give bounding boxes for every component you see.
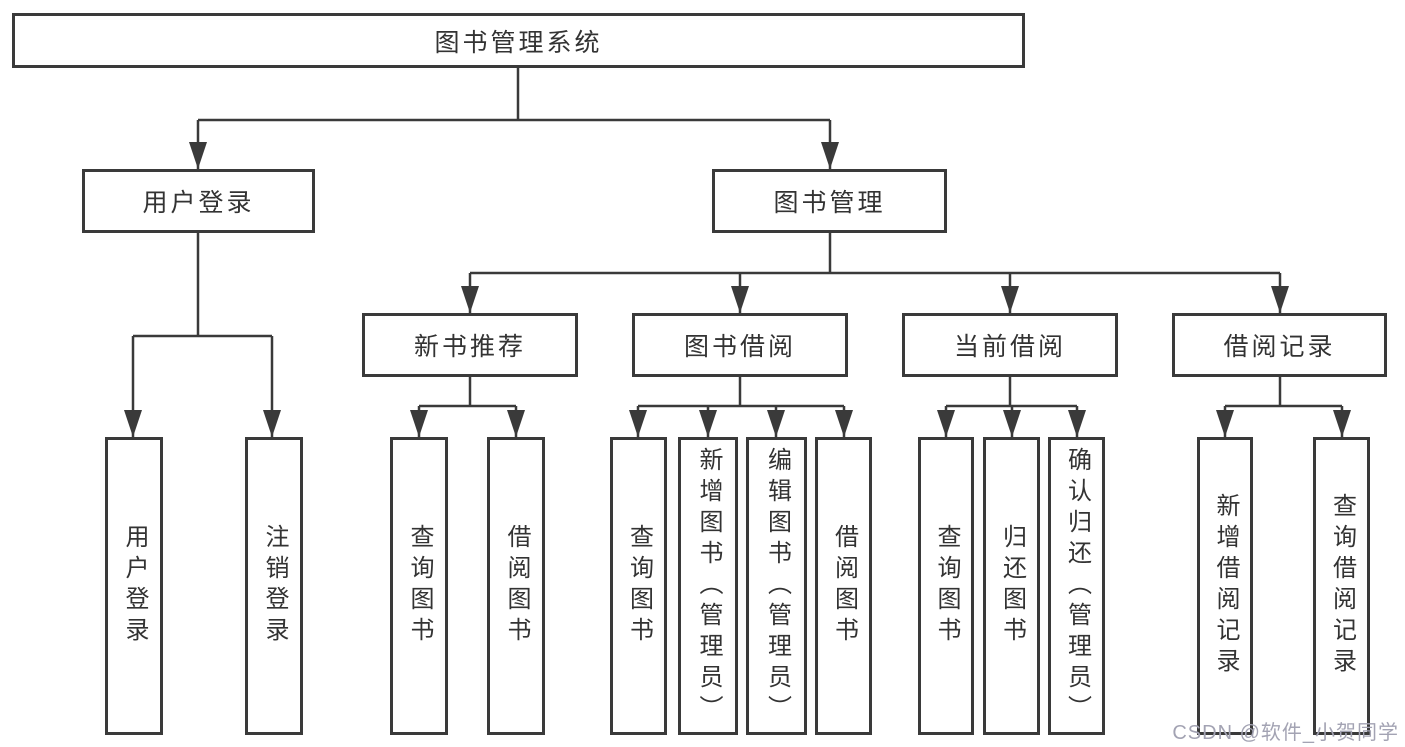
node-book-borrow: 图书借阅 [632, 313, 848, 377]
leaf-add-book-admin: 新增图书（管理员） [678, 437, 738, 735]
node-new-book-recommend-label: 新书推荐 [413, 333, 526, 361]
leaf-query-books-borrow-label: 查询图书 [625, 524, 653, 648]
node-user-login: 用户登录 [82, 169, 315, 233]
node-user-login-label: 用户登录 [142, 189, 255, 217]
leaf-confirm-return-admin: 确认归还（管理员） [1048, 437, 1105, 735]
node-book-management: 图书管理 [712, 169, 947, 233]
leaf-logout-label: 注销登录 [261, 524, 288, 648]
node-book-management-label: 图书管理 [773, 189, 886, 217]
leaf-add-borrow-record: 新增借阅记录 [1197, 437, 1253, 735]
leaf-borrow-books-2-label: 借阅图书 [830, 524, 858, 648]
leaf-query-borrow-record-label: 查询借阅记录 [1328, 493, 1356, 679]
leaf-confirm-return-admin-label: 确认归还（管理员） [1063, 446, 1091, 726]
leaf-borrow-books-recommend-label: 借阅图书 [503, 524, 530, 648]
node-borrow-records: 借阅记录 [1172, 313, 1387, 377]
node-current-borrow: 当前借阅 [902, 313, 1118, 377]
leaf-query-books-current-label: 查询图书 [933, 524, 960, 648]
leaf-add-book-admin-label: 新增图书（管理员） [695, 446, 722, 726]
leaf-logout: 注销登录 [245, 437, 303, 735]
leaf-query-books-borrow: 查询图书 [610, 437, 667, 735]
leaf-add-borrow-record-label: 新增借阅记录 [1212, 493, 1239, 679]
leaf-edit-book-admin: 编辑图书（管理员） [746, 437, 807, 735]
leaf-query-books-recommend-label: 查询图书 [406, 524, 433, 648]
node-root-label: 图书管理系统 [434, 28, 603, 57]
arrow-lines [124, 120, 1351, 437]
leaf-user-login-label: 用户登录 [121, 524, 148, 648]
csdn-watermark: CSDN @软件_小贺同学 [1172, 722, 1399, 744]
leaf-query-books-current: 查询图书 [918, 437, 974, 735]
leaf-return-book: 归还图书 [983, 437, 1040, 735]
leaf-query-borrow-record: 查询借阅记录 [1313, 437, 1370, 735]
leaf-query-books-recommend: 查询图书 [390, 437, 448, 735]
leaf-user-login: 用户登录 [105, 437, 163, 735]
node-current-borrow-label: 当前借阅 [953, 333, 1066, 361]
node-root-system: 图书管理系统 [12, 13, 1025, 68]
node-borrow-records-label: 借阅记录 [1223, 333, 1336, 361]
leaf-return-book-label: 归还图书 [998, 524, 1026, 648]
node-new-book-recommend: 新书推荐 [362, 313, 578, 377]
node-book-borrow-label: 图书借阅 [683, 333, 796, 361]
leaf-borrow-books-2: 借阅图书 [815, 437, 872, 735]
leaf-borrow-books-recommend: 借阅图书 [487, 437, 545, 735]
leaf-edit-book-admin-label: 编辑图书（管理员） [763, 446, 791, 726]
